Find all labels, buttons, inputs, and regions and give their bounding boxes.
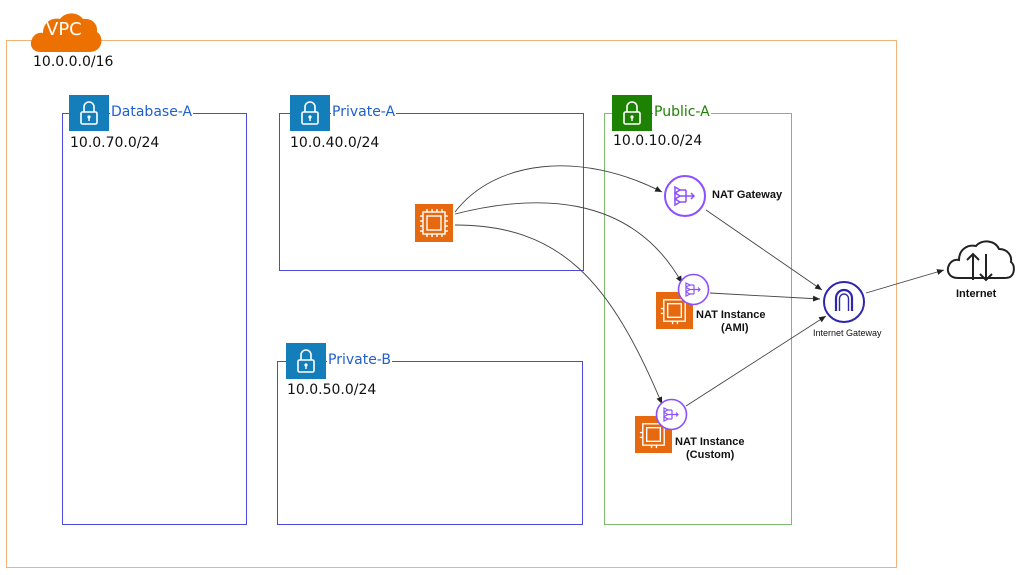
vpc-cidr: 10.0.0.0/16 (33, 54, 114, 70)
nat-gateway-label: NAT Gateway (712, 189, 783, 201)
vpc-container (6, 40, 897, 568)
arrow-nat-gateway-to-igw (705, 209, 823, 291)
arrow-ec2-to-nat-gateway (454, 165, 663, 213)
internet-label: Internet (956, 288, 997, 300)
nat-instance-custom-label-line1: NAT Instance (675, 436, 745, 448)
nat-gateway-icon (664, 175, 706, 217)
lock-icon (69, 95, 109, 131)
subnet-cidr-private-b: 10.0.50.0/24 (287, 382, 377, 398)
lock-icon (290, 95, 330, 131)
nat-instance-ami-label-line2: (AMI) (721, 322, 749, 334)
internet-gateway-icon (823, 281, 865, 323)
vpc-cloud-icon (30, 13, 102, 53)
subnet-cidr-private-a: 10.0.40.0/24 (290, 135, 380, 151)
subnet-cidr-database-a: 10.0.70.0/24 (70, 135, 160, 151)
vpc-title: VPC (46, 19, 82, 40)
subnet-private-a (279, 113, 584, 271)
arrow-nat-ami-to-igw (709, 292, 821, 302)
subnet-name-private-b: Private-B (327, 352, 392, 368)
arrow-igw-to-internet (865, 269, 945, 294)
nat-instance-custom-label-line2: (Custom) (686, 449, 735, 461)
nat-gateway-icon (677, 273, 710, 306)
subnet-private-b (277, 361, 583, 525)
subnet-name-database-a: Database-A (110, 104, 194, 120)
arrow-nat-custom-to-igw (685, 315, 827, 407)
arrow-ec2-to-nat-instance-custom (454, 224, 663, 405)
lock-icon (612, 95, 652, 131)
subnet-name-public-a: Public-A (653, 104, 711, 120)
subnet-cidr-public-a: 10.0.10.0/24 (613, 133, 703, 149)
subnet-name-private-a: Private-A (331, 104, 397, 120)
arrow-ec2-to-nat-instance-ami (454, 202, 683, 284)
internet-cloud-icon (946, 240, 1015, 282)
nat-gateway-icon (655, 398, 688, 431)
lock-icon (286, 343, 326, 379)
ec2-instance-icon (415, 204, 453, 242)
nat-instance-ami-label-line1: NAT Instance (696, 309, 766, 321)
internet-gateway-label: Internet Gateway (813, 328, 882, 338)
